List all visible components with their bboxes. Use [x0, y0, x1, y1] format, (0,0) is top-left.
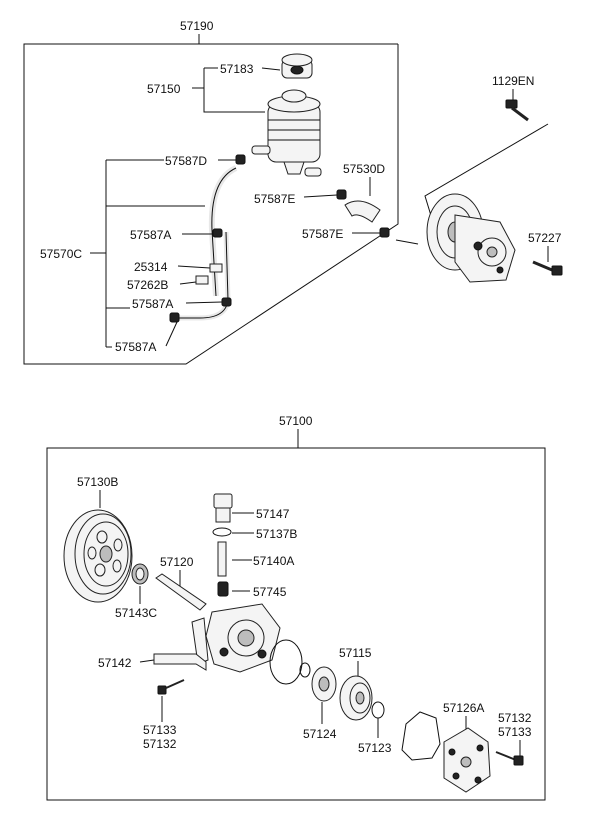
label-57150: 57150: [147, 82, 181, 96]
label-57126A: 57126A: [443, 701, 484, 715]
o-ring: [371, 701, 385, 719]
label-57140A: 57140A: [253, 554, 294, 568]
label-25314: 25314: [134, 260, 168, 274]
group-frame-top: [23, 43, 399, 365]
hose-clamp: [336, 189, 347, 200]
label-57133: 57133: [143, 723, 177, 737]
group-frame-bottom: [46, 447, 546, 801]
leader-line: [177, 265, 211, 269]
bolt: [157, 679, 185, 695]
hose-clamp: [169, 312, 180, 323]
return-tube: [172, 231, 231, 321]
label-57123: 57123: [358, 741, 392, 755]
rear-cover: [443, 727, 491, 793]
leader-line: [165, 321, 178, 347]
label-57133: 57133: [498, 725, 532, 739]
pump-shaft: [155, 573, 207, 611]
leader-line: [192, 87, 265, 113]
bolt: [495, 751, 524, 766]
suction-hose: [344, 200, 381, 223]
label-57745: 57745: [253, 585, 287, 599]
label-57587E: 57587E: [302, 227, 343, 241]
clip: [209, 263, 223, 273]
label-57183: 57183: [220, 62, 254, 76]
reservoir-cap: [281, 53, 313, 79]
bolt: [505, 99, 529, 122]
label-57587A: 57587A: [132, 297, 173, 311]
label-57570C: 57570C: [40, 247, 82, 261]
bracket-clip: [195, 275, 209, 285]
label-57124: 57124: [303, 727, 337, 741]
assembly-number-57190: 57190: [180, 19, 214, 33]
hose-clamp: [235, 154, 246, 165]
leader-line: [303, 194, 338, 198]
leader-line: [139, 659, 155, 663]
cam-ring: [311, 666, 337, 702]
spring: [217, 581, 229, 597]
o-ring: [212, 527, 232, 537]
flow-control-valve: [217, 541, 227, 577]
o-ring: [299, 662, 311, 678]
pressure-hose-outline: [211, 167, 237, 297]
label-1129EN: 1129EN: [492, 74, 534, 88]
label-57587A: 57587A: [130, 228, 171, 242]
gasket: [401, 711, 441, 761]
fluid-reservoir: [251, 89, 322, 177]
label-57143C: 57143C: [115, 606, 157, 620]
return-tube-outline: [172, 231, 229, 319]
label-57115: 57115: [339, 646, 372, 660]
power-steering-pump: [426, 193, 516, 283]
hose-clamp: [221, 297, 232, 307]
label-57530D: 57530D: [343, 162, 385, 176]
pump-body: [191, 603, 281, 673]
label-57587D: 57587D: [165, 154, 207, 168]
leader-line: [179, 281, 197, 285]
label-57130B: 57130B: [77, 475, 118, 489]
leader-line: [261, 67, 281, 71]
label-57227: 57227: [528, 231, 562, 245]
hose-clamp: [212, 228, 223, 238]
union-fitting: [213, 493, 233, 523]
label-57587A: 57587A: [115, 340, 156, 354]
label-57587E: 57587E: [254, 192, 295, 206]
label-57142: 57142: [98, 656, 132, 670]
label-57147: 57147: [256, 507, 290, 521]
o-ring: [269, 639, 303, 685]
label-57120: 57120: [160, 555, 194, 569]
oil-seal-inner: [135, 567, 145, 581]
assembly-number-57100: 57100: [279, 414, 313, 428]
label-57132: 57132: [143, 737, 177, 751]
leader-line: [185, 301, 223, 304]
bolt: [532, 260, 563, 276]
hose-clamp: [379, 227, 390, 238]
label-57132: 57132: [498, 711, 532, 725]
label-57262B: 57262B: [127, 278, 168, 292]
rotor-assembly: [339, 675, 373, 721]
pulley: [63, 509, 133, 603]
label-57137B: 57137B: [256, 527, 297, 541]
suction-tube: [153, 653, 207, 671]
leader-line: [395, 239, 419, 245]
